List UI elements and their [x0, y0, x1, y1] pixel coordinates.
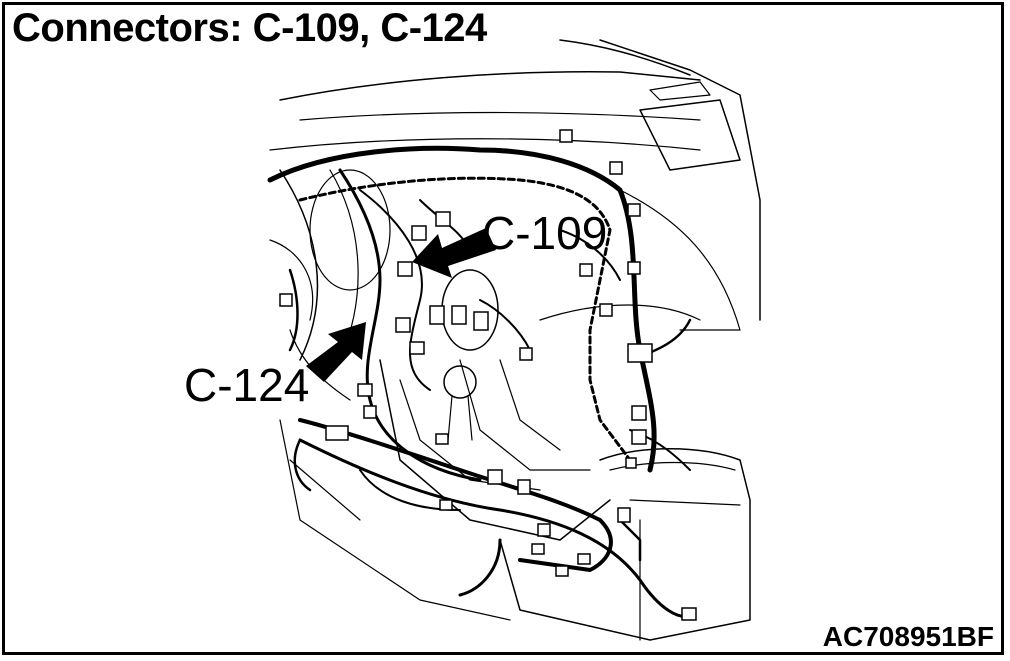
c124-arrow: [306, 322, 366, 382]
floor-harness: [298, 418, 613, 572]
callout-c124-label: C-124: [184, 359, 310, 411]
diagram-title: Connectors: C-109, C-124: [12, 6, 495, 51]
dashboard-top-line: [279, 71, 701, 101]
shift-knob: [443, 365, 477, 399]
dashboard-outline: [599, 39, 761, 321]
connectors: [279, 129, 697, 621]
cluster-outline: [279, 169, 319, 361]
callout-c109-label: C-109: [482, 207, 608, 259]
main-harness: [267, 145, 657, 473]
c109-arrow: [412, 228, 496, 278]
vent-outline: [639, 99, 741, 171]
center-console: [379, 359, 611, 541]
floor-outline: [279, 419, 511, 621]
figure-code: AC708951BF: [822, 621, 994, 652]
